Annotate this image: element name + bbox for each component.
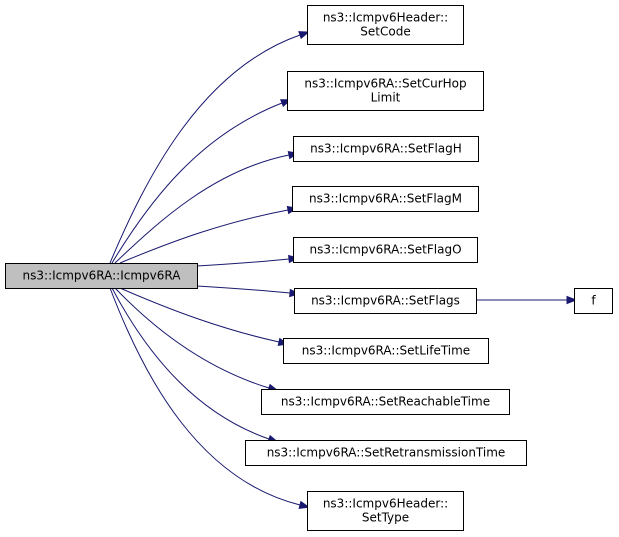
edge-root-to-n10 (109, 287, 311, 509)
edge-line (109, 34, 301, 264)
node-n6[interactable]: ns3::Icmpv6RA::SetFlags (294, 288, 477, 314)
node-label: ns3::Icmpv6RA::SetFlagH (310, 142, 462, 156)
node-box (293, 136, 479, 162)
edge-line (119, 287, 280, 343)
node-n8[interactable]: ns3::Icmpv6RA::SetReachableTime (261, 389, 510, 415)
node-box (307, 5, 464, 45)
node-label: SetType (362, 511, 409, 525)
arrowhead (566, 295, 578, 305)
node-label: Limit (371, 91, 401, 105)
edge-line (196, 285, 291, 294)
node-n9[interactable]: ns3::Icmpv6RA::SetRetransmissionTime (245, 440, 527, 466)
node-box (292, 186, 479, 212)
node-label: ns3::Icmpv6RA::SetFlagO (309, 243, 461, 257)
edge-line (111, 287, 270, 440)
edge-root-to-n3 (114, 150, 300, 264)
node-box (261, 389, 510, 415)
arrowhead (298, 500, 311, 509)
node-label: ns3::Icmpv6Header:: (323, 11, 448, 25)
node-label: ns3::Icmpv6RA::Icmpv6RA (23, 269, 182, 283)
edge-line (111, 102, 283, 264)
node-n4[interactable]: ns3::Icmpv6RA::SetFlagM (292, 186, 479, 212)
node-box (307, 491, 464, 531)
edge-root-to-n2 (111, 99, 292, 264)
edge-line (109, 287, 301, 506)
node-box (5, 263, 198, 289)
arrowhead (298, 31, 310, 40)
node-label: SetCode (360, 25, 410, 39)
edge-root-to-n4 (119, 205, 299, 264)
node-label: ns3::Icmpv6RA::SetCurHop (304, 77, 466, 91)
node-box (294, 288, 477, 314)
edge-line (114, 154, 290, 264)
node-box (574, 288, 613, 314)
node-box (283, 338, 489, 364)
node-n1[interactable]: ns3::Icmpv6Header::SetCode (307, 5, 464, 45)
node-n10[interactable]: ns3::Icmpv6Header::SetType (307, 491, 464, 531)
edge-line (119, 209, 289, 264)
node-label: ns3::Icmpv6RA::SetFlagM (309, 192, 462, 206)
edge-root-to-n9 (111, 287, 279, 443)
node-nf[interactable]: f (574, 288, 613, 314)
edge-line (196, 258, 290, 267)
node-label: f (591, 294, 596, 308)
edge-n6-to-nf (475, 295, 578, 305)
node-box (293, 237, 478, 263)
node-label: ns3::Icmpv6RA::SetFlags (311, 294, 460, 308)
node-label: ns3::Icmpv6Header:: (323, 497, 448, 511)
node-label: ns3::Icmpv6RA::SetRetransmissionTime (267, 446, 506, 460)
node-box (245, 440, 527, 466)
node-label: ns3::Icmpv6RA::SetLifeTime (302, 344, 470, 358)
edge-line (114, 287, 270, 389)
node-n3[interactable]: ns3::Icmpv6RA::SetFlagH (293, 136, 479, 162)
edge-root-to-n1 (109, 31, 310, 264)
edge-root-to-n5 (196, 254, 300, 267)
node-root[interactable]: ns3::Icmpv6RA::Icmpv6RA (5, 263, 198, 289)
node-box (287, 71, 484, 111)
nodes-layer: ns3::Icmpv6RA::Icmpv6RAns3::Icmpv6Header… (5, 5, 613, 531)
edge-root-to-n6 (196, 285, 301, 298)
node-label: ns3::Icmpv6RA::SetReachableTime (281, 395, 490, 409)
node-n5[interactable]: ns3::Icmpv6RA::SetFlagO (293, 237, 478, 263)
edge-root-to-n8 (114, 287, 279, 392)
node-n7[interactable]: ns3::Icmpv6RA::SetLifeTime (283, 338, 489, 364)
